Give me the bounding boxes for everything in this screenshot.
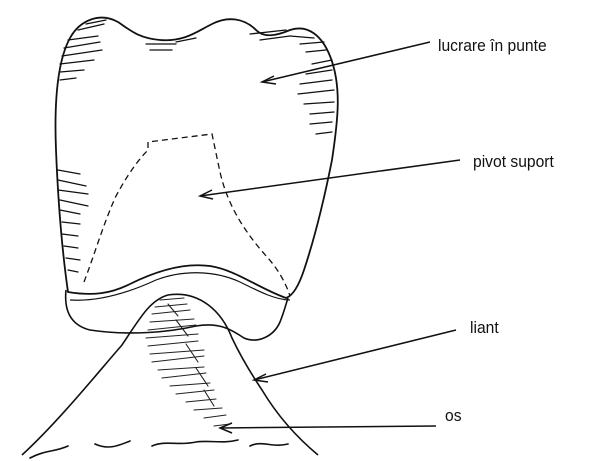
label-liant: liant [470, 318, 499, 338]
liant-leader [254, 330, 456, 380]
bone-base-line [30, 440, 288, 458]
bone-leader [220, 426, 436, 428]
crown-outline [56, 18, 338, 298]
label-bone: os [445, 406, 462, 426]
bone-hatching [146, 298, 230, 426]
label-crown: lucrare în punte [438, 36, 547, 56]
label-pivot: pivot suport [473, 152, 554, 172]
